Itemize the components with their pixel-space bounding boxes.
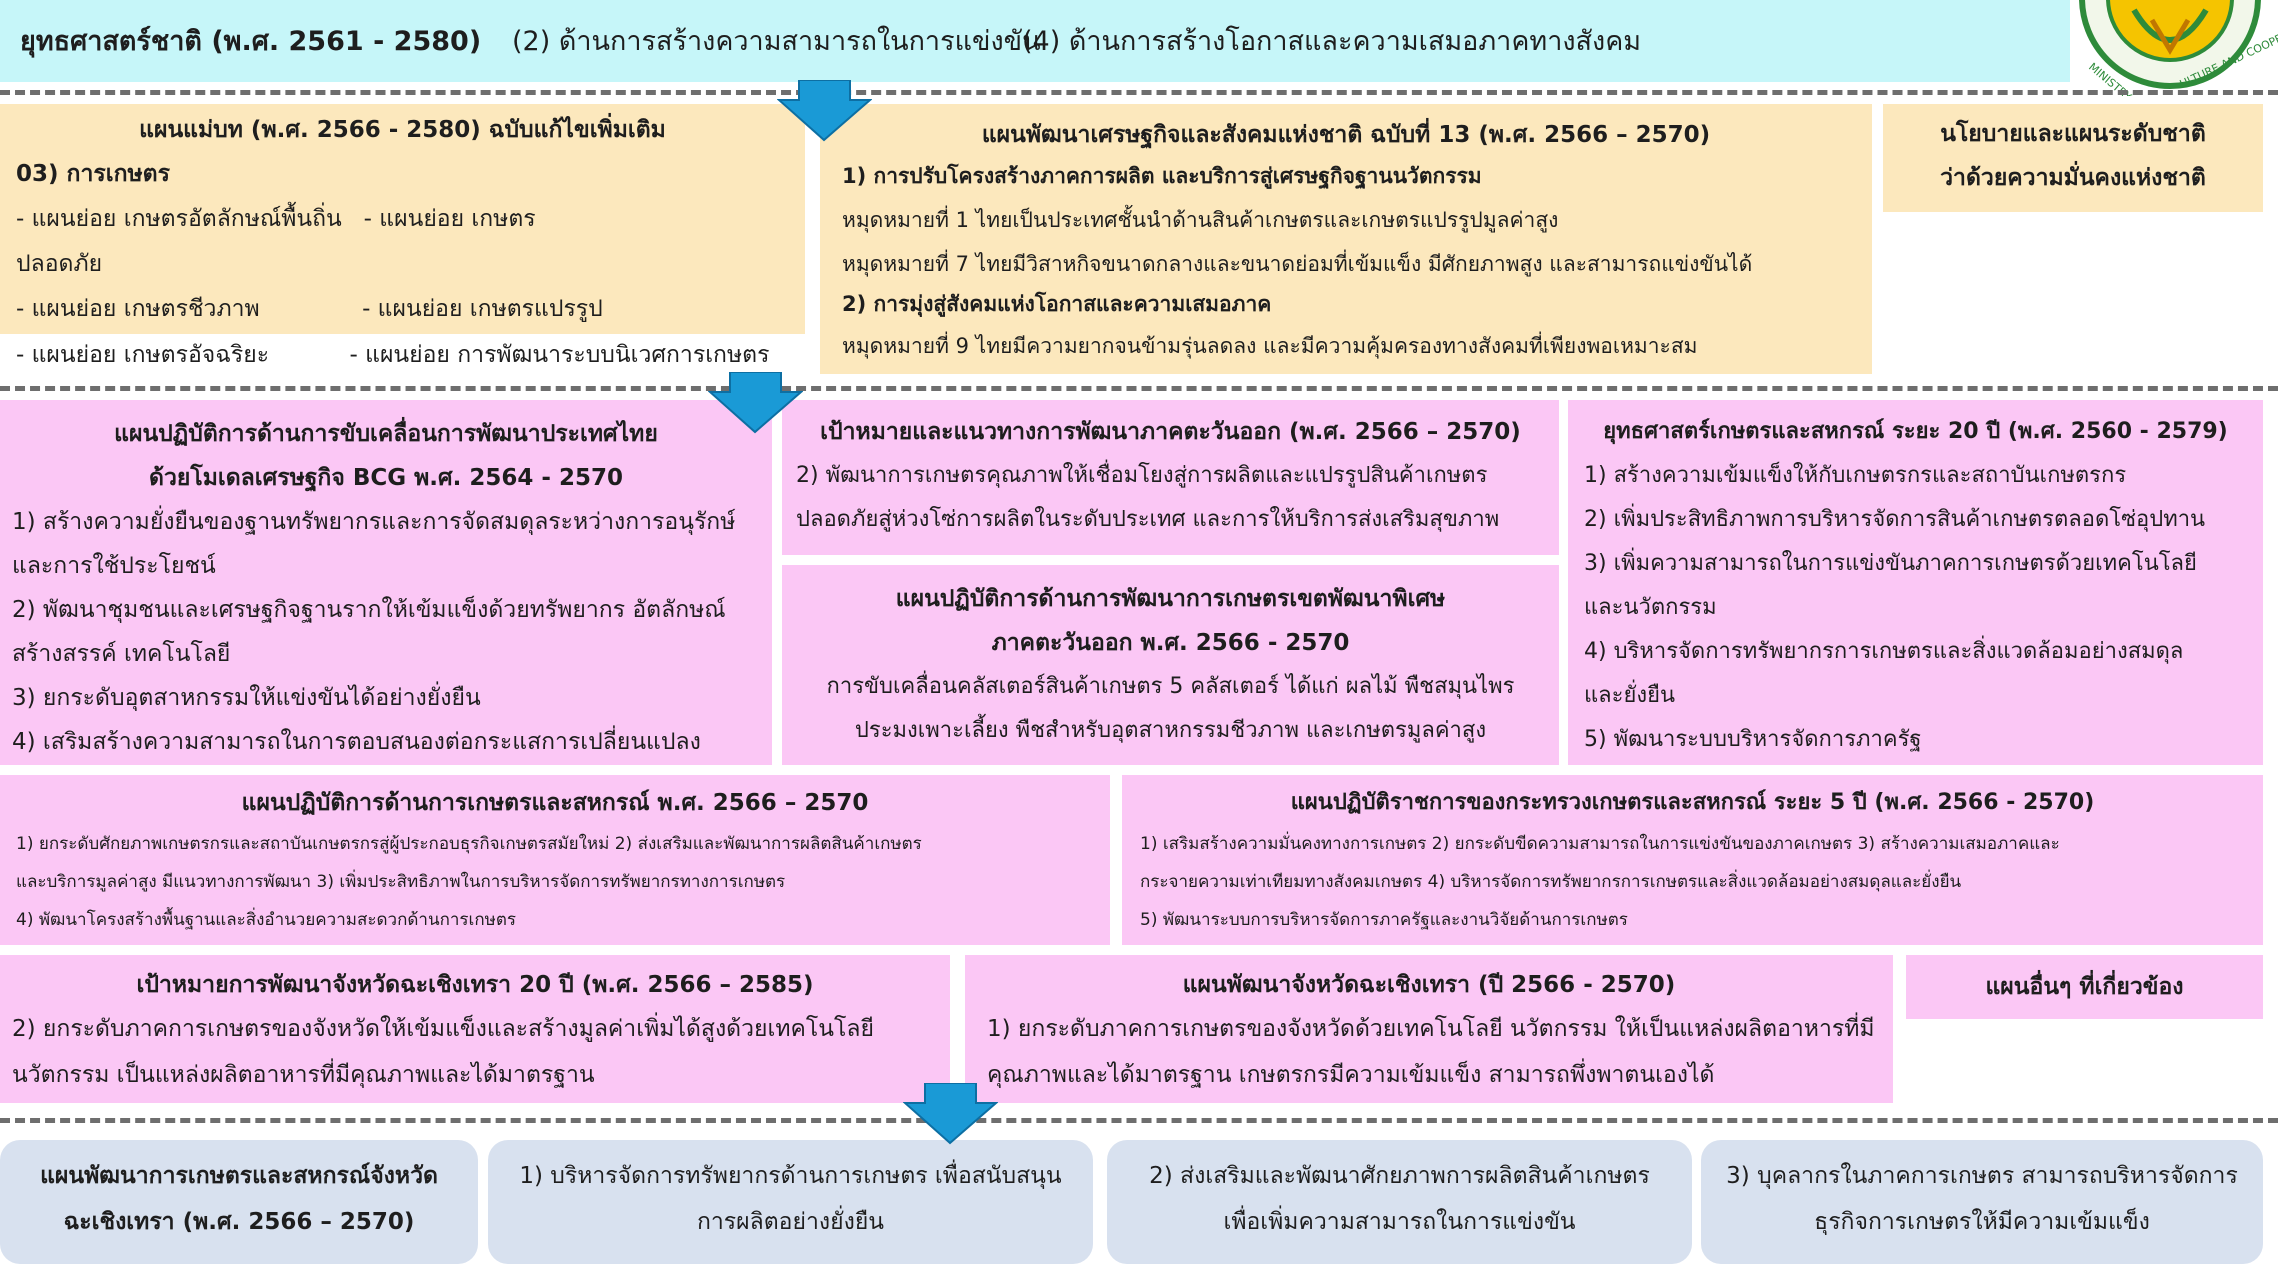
gov-plan-box: แผนปฏิบัติราชการของกระทรวงเกษตรและสหกรณ์…: [1122, 775, 2263, 945]
east-goal-box: เป้าหมายและแนวทางการพัฒนาภาคตะวันออก (พ.…: [782, 400, 1559, 555]
action-plan-line-1: 1) ยกระดับศักยภาพเกษตรกรและสถาบันเกษตรกร…: [16, 834, 922, 854]
nesdp-box: แผนพัฒนาเศรษฐกิจและสังคมแห่งชาติ ฉบับที่…: [820, 104, 1872, 374]
national-strategy-header: ยุทธศาสตร์ชาติ (พ.ศ. 2561 - 2580) (2) ด้…: [0, 0, 2070, 82]
down-arrow-icon: [777, 80, 872, 142]
gov-plan-title: แผนปฏิบัติราชการของกระทรวงเกษตรและสหกรณ์…: [1290, 790, 2095, 815]
ministry-logo: MINISTRY ULTURE AND COOPERA: [2062, 0, 2278, 96]
prov-goal-line-1: 2) ยกระดับภาคการเกษตรของจังหวัดให้เข้มแข…: [12, 1016, 874, 1042]
bcg-title-1: แผนปฏิบัติการด้านการขับเคลื่อนการพัฒนาปร…: [114, 421, 658, 447]
moac20-line-7: 5) พัฒนาระบบบริหารจัดการภาครัฐ: [1584, 727, 1922, 752]
eec-line-1: การขับเคลื่อนคลัสเตอร์สินค้าเกษตร 5 คลัส…: [826, 674, 1515, 699]
separator-2: [0, 386, 2278, 391]
security-line-2: ว่าด้วยความมั่นคงแห่งชาติ: [1940, 165, 2206, 191]
prov-plan-title: แผนพัฒนาจังหวัดฉะเชิงเทรา (ปี 2566 - 257…: [1182, 972, 1676, 998]
nesdp-line-4: 2) การมุ่งสู่สังคมแห่งโอกาสและความเสมอภา…: [842, 292, 1272, 316]
eec-plan-box: แผนปฏิบัติการด้านการพัฒนาการเกษตรเขตพัฒน…: [782, 565, 1559, 765]
moac20-line-3: 3) เพิ่มความสามารถในการแข่งขันภาคการเกษต…: [1584, 551, 2197, 576]
bottom-box-1: 1) บริหารจัดการทรัพยากรด้านการเกษตร เพื่…: [488, 1140, 1093, 1264]
action-plan-line-3: 4) พัฒนาโครงสร้างพื้นฐานและสิ่งอำนวยความ…: [16, 910, 517, 930]
bottom-title-line-1: แผนพัฒนาการเกษตรและสหกรณ์จังหวัด: [40, 1163, 438, 1189]
bottom-3-line-2: ธุรกิจการเกษตรให้มีความเข้มแข็ง: [1814, 1209, 2150, 1235]
ministry-seal-icon: MINISTRY ULTURE AND COOPERA: [2079, 0, 2278, 96]
bcg-line-2: และการใช้ประโยชน์: [12, 553, 216, 579]
security-policy-box: นโยบายและแผนระดับชาติ ว่าด้วยความมั่นคงแ…: [1883, 104, 2263, 212]
master-plan-row-3: - แผนย่อย เกษตรชีวภาพ - แผนย่อย เกษตรแปร…: [16, 296, 603, 322]
bottom-3-line-1: 3) บุคลากรในภาคการเกษตร สามารถบริหารจัดก…: [1726, 1163, 2238, 1189]
moac-20yr-box: ยุทธศาสตร์เกษตรและสหกรณ์ ระยะ 20 ปี (พ.ศ…: [1568, 400, 2263, 765]
bottom-2-line-1: 2) ส่งเสริมและพัฒนาศักยภาพการผลิตสินค้าเ…: [1149, 1163, 1650, 1189]
east-goal-title: เป้าหมายและแนวทางการพัฒนาภาคตะวันออก (พ.…: [820, 419, 1521, 445]
master-plan-box: แผนแม่บท (พ.ศ. 2566 - 2580) ฉบับแก้ไขเพิ…: [0, 104, 805, 334]
action-plan-line-2: และบริการมูลค่าสูง มีแนวทางการพัฒนา 3) เ…: [16, 872, 786, 892]
header-title: ยุทธศาสตร์ชาติ (พ.ศ. 2561 - 2580): [20, 26, 482, 57]
eec-title-2: ภาคตะวันออก พ.ศ. 2566 - 2570: [991, 630, 1350, 656]
prov-goal-line-2: นวัตกรรม เป็นแหล่งผลิตอาหารที่มีคุณภาพแล…: [12, 1062, 595, 1088]
down-arrow-icon: [708, 372, 803, 434]
master-plan-row-2: ปลอดภัย: [16, 251, 103, 277]
bcg-line-1: 1) สร้างความยั่งยืนของฐานทรัพยากรและการจ…: [12, 509, 736, 535]
gov-plan-line-3: 5) พัฒนาระบบการบริหารจัดการภาครัฐและงานว…: [1140, 910, 1628, 930]
bcg-line-6: 4) เสริมสร้างความสามารถในการตอบสนองต่อกร…: [12, 729, 701, 755]
east-goal-line-1: 2) พัฒนาการเกษตรคุณภาพให้เชื่อมโยงสู่การ…: [796, 463, 1488, 488]
bcg-line-5: 3) ยกระดับอุตสาหกรรมให้แข่งขันได้อย่างยั…: [12, 685, 481, 711]
eec-title-1: แผนปฏิบัติการด้านการพัฒนาการเกษตรเขตพัฒน…: [895, 586, 1446, 612]
master-plan-row-4: - แผนย่อย เกษตรอัจฉริยะ - แผนย่อย การพัฒ…: [16, 342, 770, 368]
east-goal-line-2: ปลอดภัยสู่ห่วงโซ่การผลิตในระดับประเทศ แล…: [796, 507, 1500, 532]
prov-plan-line-2: คุณภาพและได้มาตรฐาน เกษตรกรมีความเข้มแข็…: [987, 1062, 1715, 1088]
separator-3: [0, 1118, 2278, 1123]
moac20-title: ยุทธศาสตร์เกษตรและสหกรณ์ ระยะ 20 ปี (พ.ศ…: [1603, 419, 2228, 444]
moac20-line-6: และยั่งยืน: [1584, 683, 1676, 708]
moac20-line-1: 1) สร้างความเข้มแข็งให้กับเกษตรกรและสถาบ…: [1584, 463, 2127, 488]
header-item-2: (2) ด้านการสร้างความสามารถในการแข่งขัน: [512, 26, 1041, 57]
bottom-box-title: แผนพัฒนาการเกษตรและสหกรณ์จังหวัด ฉะเชิงเ…: [0, 1140, 478, 1264]
bcg-title-2: ด้วยโมเดลเศรษฐกิจ BCG พ.ศ. 2564 - 2570: [149, 465, 623, 491]
nesdp-line-3: หมุดหมายที่ 7 ไทยมีวิสาหกิจขนาดกลางและขน…: [842, 252, 1753, 276]
nesdp-line-2: หมุดหมายที่ 1 ไทยเป็นประเทศชั้นนำด้านสิน…: [842, 208, 1559, 232]
bottom-2-line-2: เพื่อเพิ่มความสามารถในการแข่งขัน: [1223, 1209, 1576, 1235]
bottom-1-line-2: การผลิตอย่างยั่งยืน: [696, 1209, 885, 1235]
action-plan-title: แผนปฏิบัติการด้านการเกษตรและสหกรณ์ พ.ศ. …: [241, 790, 869, 816]
bottom-1-line-1: 1) บริหารจัดการทรัพยากรด้านการเกษตร เพื่…: [519, 1163, 1062, 1189]
bottom-box-3: 3) บุคลากรในภาคการเกษตร สามารถบริหารจัดก…: [1701, 1140, 2263, 1264]
nesdp-title: แผนพัฒนาเศรษฐกิจและสังคมแห่งชาติ ฉบับที่…: [981, 122, 1711, 148]
separator-1: [0, 90, 2278, 95]
eec-line-2: ประมงเพาะเลี้ยง พืชสำหรับอุตสาหกรรมชีวภา…: [854, 718, 1487, 743]
moac20-line-4: และนวัตกรรม: [1584, 595, 1717, 620]
security-line-1: นโยบายและแผนระดับชาติ: [1940, 121, 2206, 147]
prov-goal-box: เป้าหมายการพัฒนาจังหวัดฉะเชิงเทรา 20 ปี …: [0, 955, 950, 1103]
other-plans-label: แผนอื่นๆ ที่เกี่ยวข้อง: [1985, 974, 2184, 1000]
prov-plan-line-1: 1) ยกระดับภาคการเกษตรของจังหวัดด้วยเทคโน…: [987, 1016, 1875, 1042]
moac20-line-2: 2) เพิ่มประสิทธิภาพการบริหารจัดการสินค้า…: [1584, 507, 2206, 532]
prov-goal-title: เป้าหมายการพัฒนาจังหวัดฉะเชิงเทรา 20 ปี …: [136, 972, 814, 998]
master-plan-title: แผนแม่บท (พ.ศ. 2566 - 2580) ฉบับแก้ไขเพิ…: [139, 117, 666, 143]
master-plan-row-1: - แผนย่อย เกษตรอัตลักษณ์พื้นถิ่น - แผนย่…: [16, 206, 536, 232]
prov-plan-box: แผนพัฒนาจังหวัดฉะเชิงเทรา (ปี 2566 - 257…: [965, 955, 1893, 1103]
other-plans-box: แผนอื่นๆ ที่เกี่ยวข้อง: [1906, 955, 2263, 1019]
nesdp-line-1: 1) การปรับโครงสร้างภาคการผลิต และบริการส…: [842, 164, 1482, 188]
nesdp-line-5: หมุดหมายที่ 9 ไทยมีความยากจนข้ามรุ่นลดลง…: [842, 334, 1698, 358]
master-plan-subtitle: 03) การเกษตร: [16, 161, 170, 187]
bottom-box-2: 2) ส่งเสริมและพัฒนาศักยภาพการผลิตสินค้าเ…: [1107, 1140, 1692, 1264]
moac20-line-5: 4) บริหารจัดการทรัพยากรการเกษตรและสิ่งแว…: [1584, 639, 2184, 664]
down-arrow-icon: [903, 1083, 998, 1145]
bcg-plan-box: แผนปฏิบัติการด้านการขับเคลื่อนการพัฒนาปร…: [0, 400, 772, 765]
bcg-line-4: สร้างสรรค์ เทคโนโลยี: [12, 641, 231, 667]
bcg-line-3: 2) พัฒนาชุมชนและเศรษฐกิจฐานรากให้เข้มแข็…: [12, 597, 726, 623]
gov-plan-line-1: 1) เสริมสร้างความมั่นคงทางการเกษตร 2) ยก…: [1140, 834, 2060, 854]
bottom-title-line-2: ฉะเชิงเทรา (พ.ศ. 2566 – 2570): [63, 1209, 415, 1235]
action-plan-box: แผนปฏิบัติการด้านการเกษตรและสหกรณ์ พ.ศ. …: [0, 775, 1110, 945]
gov-plan-line-2: กระจายความเท่าเทียมทางสังคมเกษตร 4) บริห…: [1140, 872, 1962, 892]
header-item-4: (4) ด้านการสร้างโอกาสและความเสมอภาคทางสั…: [1022, 26, 1642, 57]
